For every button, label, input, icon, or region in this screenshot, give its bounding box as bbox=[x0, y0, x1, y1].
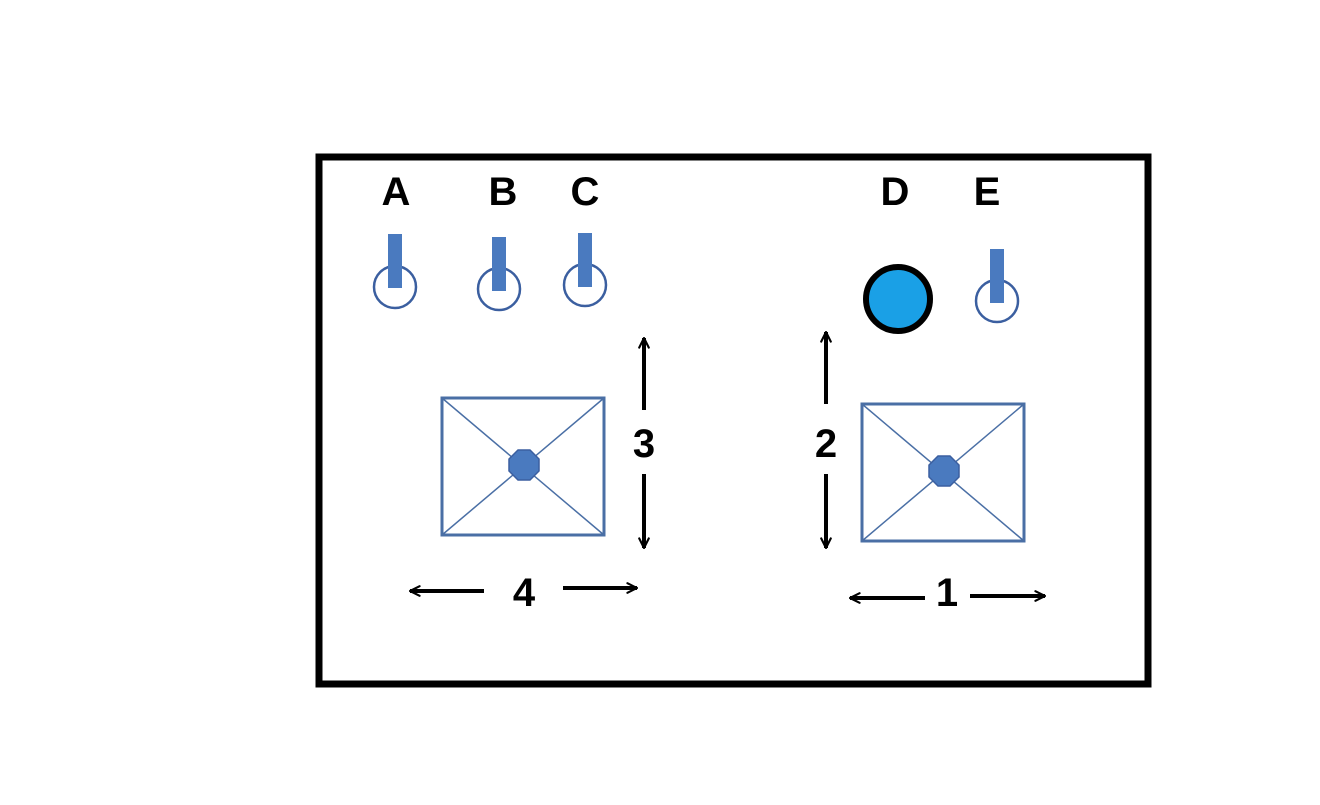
indicator-light-d bbox=[863, 264, 933, 334]
switch-a-label: A bbox=[382, 170, 411, 214]
axis-1-arrow bbox=[848, 590, 1047, 604]
axis-4-label: 4 bbox=[513, 571, 536, 615]
switch-b-label: B bbox=[489, 170, 518, 214]
axis-4-arrow bbox=[408, 582, 639, 597]
indicator-d-label: D bbox=[881, 170, 910, 214]
left-joystick[interactable] bbox=[440, 396, 606, 537]
right-joystick[interactable] bbox=[860, 402, 1026, 543]
axis-2-label: 2 bbox=[815, 422, 837, 466]
left-joystick-knob[interactable] bbox=[508, 449, 540, 481]
axis-3-label: 3 bbox=[633, 422, 655, 466]
right-joystick-knob[interactable] bbox=[928, 455, 960, 487]
toggle-switch-a[interactable] bbox=[372, 234, 418, 310]
toggle-switch-e[interactable] bbox=[974, 249, 1020, 324]
toggle-switch-b[interactable] bbox=[476, 237, 522, 312]
switch-c-label: C bbox=[571, 170, 600, 214]
switch-e-label: E bbox=[974, 170, 1001, 214]
axis-1-label: 1 bbox=[936, 571, 958, 615]
toggle-switch-c[interactable] bbox=[562, 233, 608, 308]
